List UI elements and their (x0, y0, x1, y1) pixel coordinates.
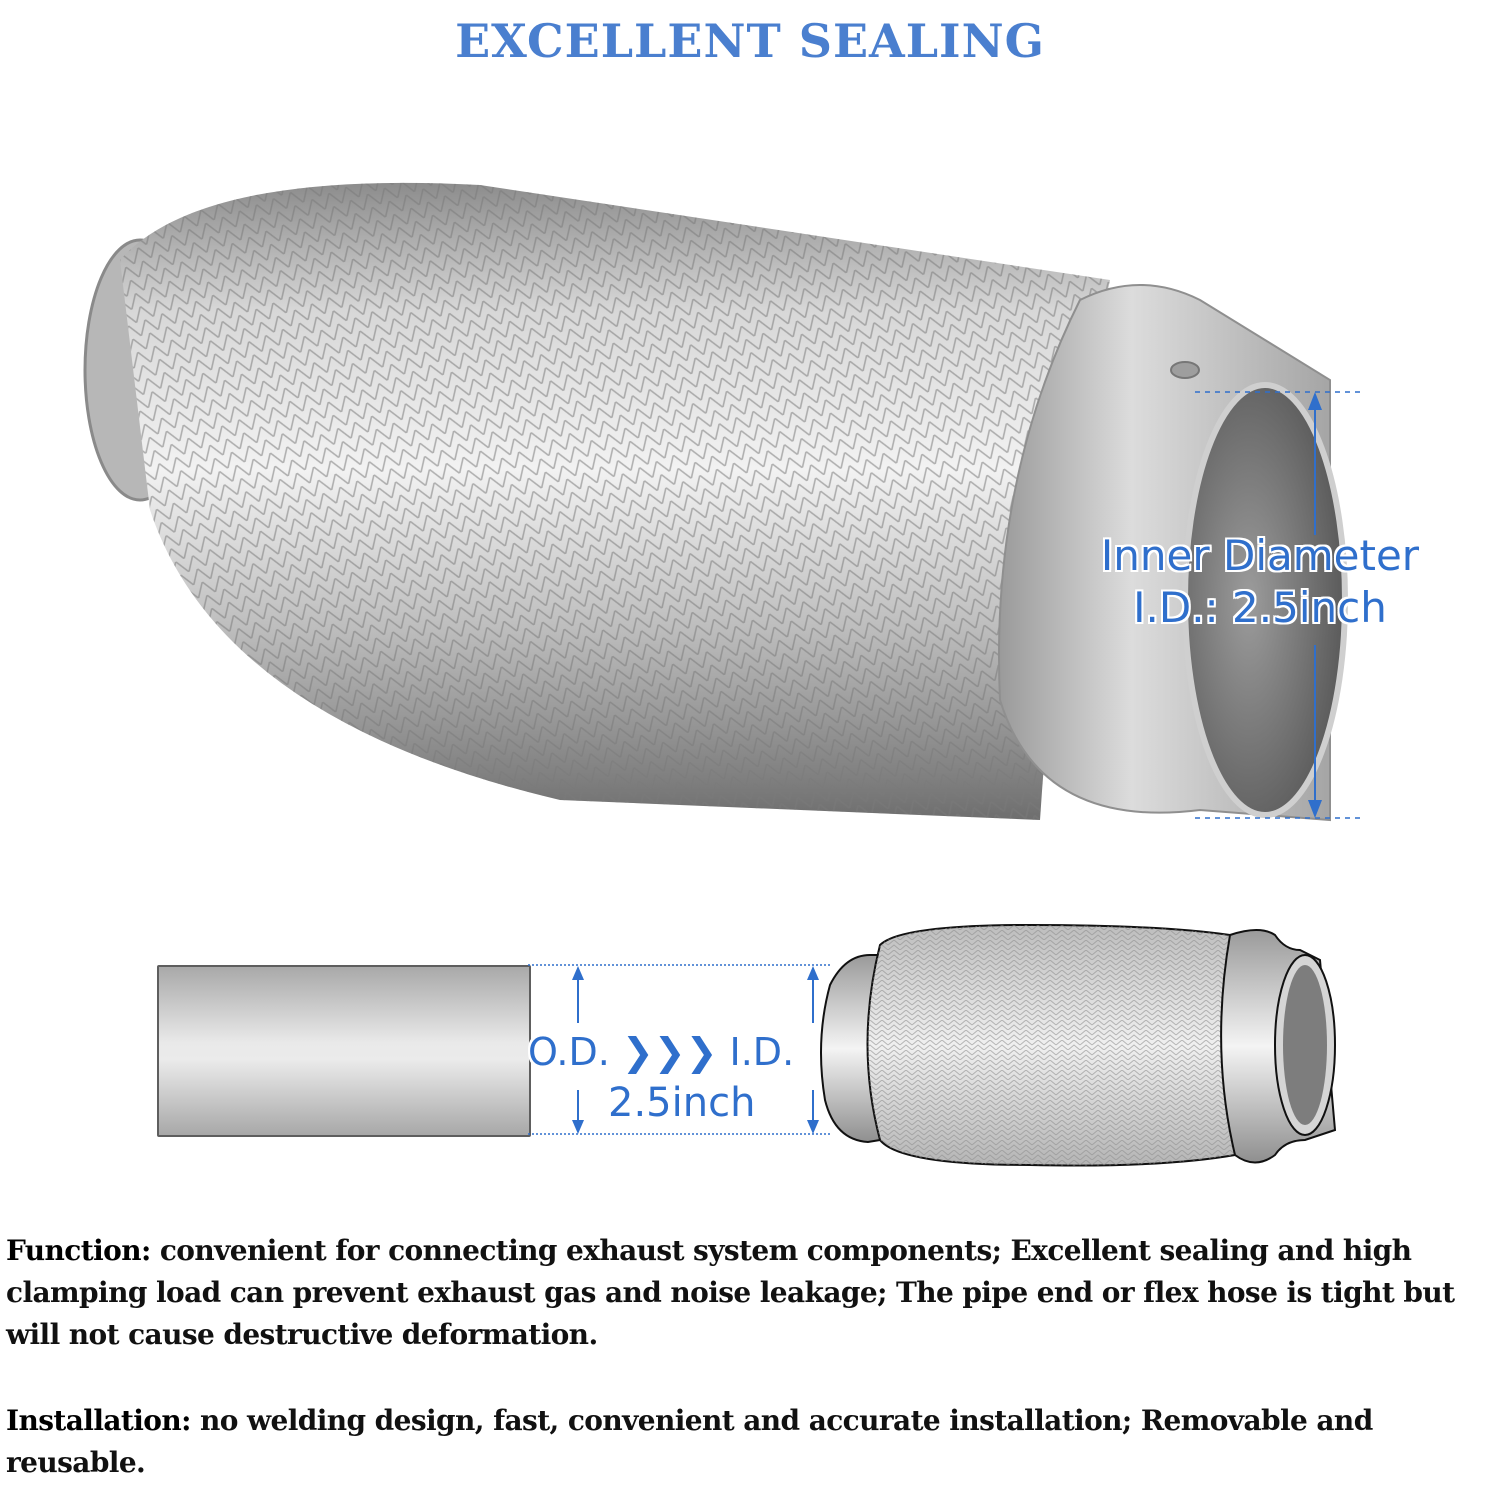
installation-description: Installation: no welding design, fast, c… (6, 1400, 1496, 1484)
exhaust-pipe-illustration (157, 965, 531, 1137)
inner-diameter-label: Inner Diameter I.D.: 2.5inch (1060, 530, 1460, 634)
chevrons-right-icon: ❯❯❯ (621, 1030, 718, 1074)
od-label: O.D. (528, 1030, 610, 1074)
function-label: Function: (6, 1234, 151, 1267)
size-value: 2.5inch (608, 1080, 756, 1126)
od-id-label: O.D. ❯❯❯ I.D. (528, 1030, 794, 1074)
function-description: Function: convenient for connecting exha… (6, 1230, 1496, 1356)
id-label: I.D. (729, 1030, 795, 1074)
installation-label: Installation: (6, 1404, 191, 1437)
installation-text: no welding design, fast, convenient and … (6, 1404, 1373, 1479)
flex-pipe-large-image (83, 182, 1360, 822)
inner-diameter-title: Inner Diameter (1100, 531, 1420, 580)
inner-diameter-value: I.D.: 2.5inch (1133, 583, 1387, 632)
function-text: convenient for connecting exhaust system… (6, 1234, 1455, 1351)
page-title: EXCELLENT SEALING (455, 14, 1045, 68)
size-diagram (528, 923, 1337, 1167)
